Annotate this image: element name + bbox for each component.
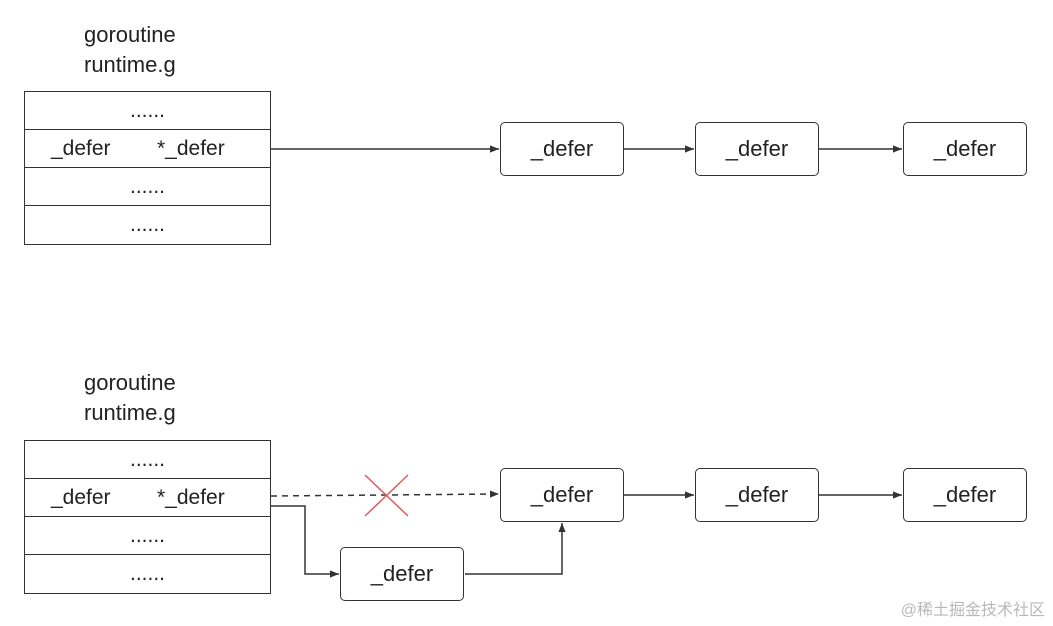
struct-row-ellipsis: ...... xyxy=(129,213,165,236)
struct-row-ellipsis: ...... xyxy=(25,92,270,130)
caption-goroutine: goroutine xyxy=(84,22,176,47)
top-defer-node-2: _defer xyxy=(695,122,819,176)
struct-row-ellipsis: ...... xyxy=(25,168,270,206)
field-type: *_defer xyxy=(157,485,225,509)
watermark: @稀土掘金技术社区 xyxy=(900,602,1045,619)
struct-row-ellipsis: ...... xyxy=(25,441,270,479)
struct-row-defer-field: _defer *_defer xyxy=(25,130,270,168)
caption-runtime-g: runtime.g xyxy=(84,400,176,425)
caption-goroutine: goroutine xyxy=(84,370,176,395)
struct-row-ellipsis: ...... xyxy=(25,517,270,555)
bottom-runtime-g-struct: ...... _defer *_defer ...... ...... xyxy=(24,440,271,594)
top-defer-node-3: _defer xyxy=(903,122,1027,176)
bottom-defer-node-3: _defer xyxy=(903,468,1027,522)
cross-mark-stroke-2 xyxy=(364,474,409,517)
struct-row-defer-field: _defer *_defer xyxy=(25,479,270,517)
field-name: _defer xyxy=(51,136,111,160)
top-defer-node-1: _defer xyxy=(500,122,624,176)
field-name: _defer xyxy=(51,485,111,509)
bottom-new-defer-node: _defer xyxy=(340,547,464,601)
bottom-arrow-new-defer-to-chain xyxy=(465,523,566,575)
top-runtime-g-struct: ...... _defer *_defer ...... ...... xyxy=(24,91,271,245)
bottom-arrow-g-to-new-defer xyxy=(271,505,339,578)
bottom-caption: goroutine runtime.g xyxy=(84,368,176,428)
field-type: *_defer xyxy=(157,136,225,160)
struct-row-ellipsis: ...... xyxy=(129,562,165,585)
bottom-defer-node-1: _defer xyxy=(500,468,624,522)
caption-runtime-g: runtime.g xyxy=(84,52,176,77)
top-caption: goroutine runtime.g xyxy=(84,20,176,80)
bottom-defer-node-2: _defer xyxy=(695,468,819,522)
